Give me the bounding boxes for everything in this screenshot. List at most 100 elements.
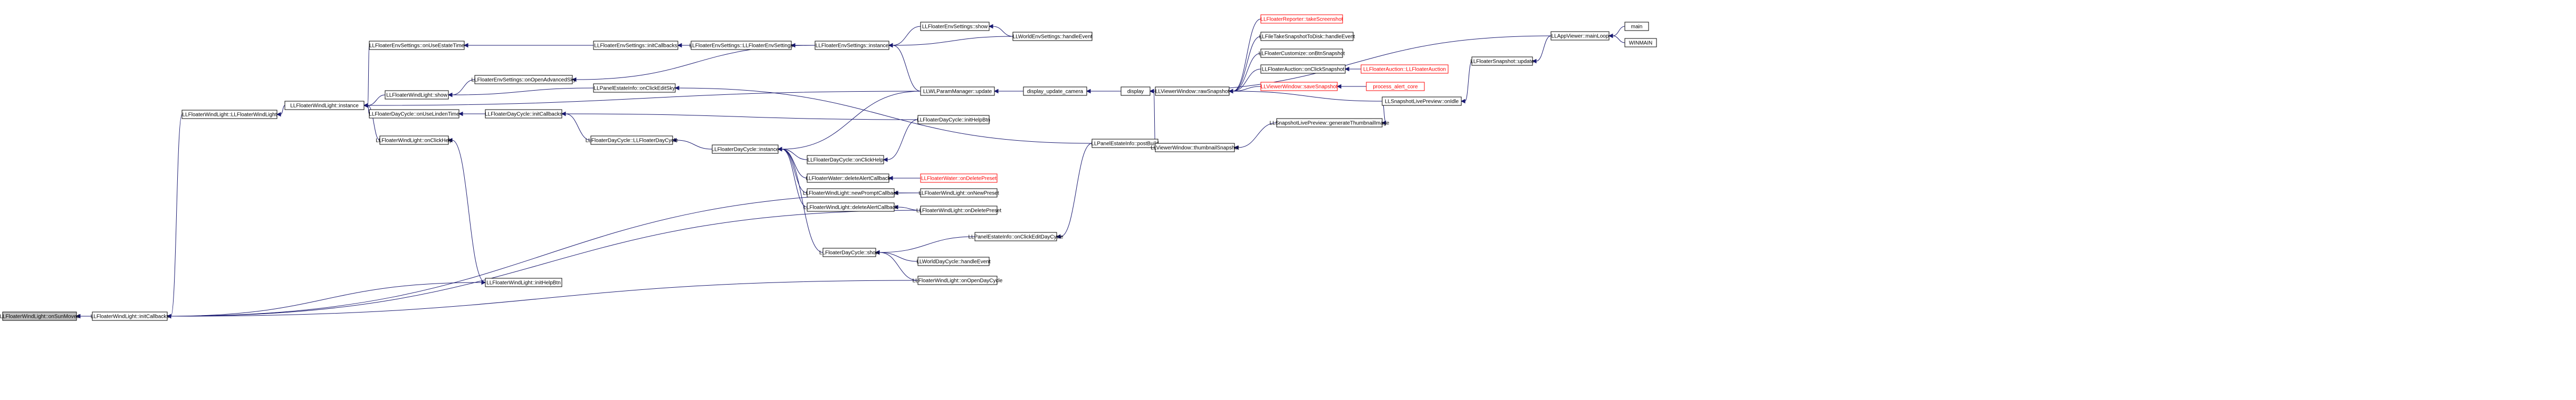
node-llfloaterwindlight-show[interactable]: LLFloaterWindLight::show xyxy=(385,90,449,100)
node-winmain[interactable]: WINMAIN xyxy=(1624,38,1657,47)
node-box xyxy=(474,75,573,84)
node-llfloaterenvsettings-llfloaterenvsettings[interactable]: LLFloaterEnvSettings::LLFloaterEnvSettin… xyxy=(690,41,793,50)
node-box xyxy=(920,86,995,96)
node-label: LLFloaterEnvSettings::LLFloaterEnvSettin… xyxy=(690,43,793,49)
node-llfloaterenvsettings-instance[interactable]: LLFloaterEnvSettings::instance xyxy=(815,41,889,50)
node-label: LLWLParamManager::update xyxy=(923,89,992,95)
node-label: LLSnapshotLivePreview::generateThumbnail… xyxy=(1270,121,1390,126)
node-llfloaterdaycycle-inithelpbtn[interactable]: LLFloaterDayCycle::initHelpBtn xyxy=(917,115,990,124)
edge-line xyxy=(167,282,482,317)
node-llfloaterdaycycle-onclickhelp[interactable]: LLFloaterDayCycle::onClickHelp xyxy=(807,155,884,164)
node-llviewerwindow-rawsnapshot[interactable]: LLViewerWindow::rawSnapshot xyxy=(1155,86,1230,96)
node-llfloaterreporter-takescreenshot[interactable]: LLFloaterReporter::takeScreenshot xyxy=(1260,14,1343,24)
node-llappviewer-mainloop[interactable]: LLAppViewer::mainLoop xyxy=(1550,31,1610,41)
arrowhead-icon xyxy=(883,157,888,162)
node-main[interactable]: main xyxy=(1624,22,1649,31)
node-llviewerwindow-thumbnailsnapshot[interactable]: LLViewerWindow::thumbnailSnapshot xyxy=(1151,143,1239,152)
node-label: WINMAIN xyxy=(1629,41,1652,46)
call-edge xyxy=(1086,89,1121,94)
node-llwlparammanager-update[interactable]: LLWLParamManager::update xyxy=(920,86,995,96)
call-edges xyxy=(75,18,1625,319)
call-edge xyxy=(888,43,921,92)
call-edge xyxy=(447,138,486,283)
edge-line xyxy=(367,94,386,106)
node-llfloaterenvsettings-show[interactable]: LLFloaterEnvSettings::show xyxy=(920,22,990,31)
node-display[interactable]: display xyxy=(1121,86,1151,96)
node-llfloaterdaycycle-onuselindentime[interactable]: LLFloaterDayCycle::onUseLindenTime xyxy=(369,109,459,119)
edge-line xyxy=(781,149,808,179)
node-box xyxy=(369,109,459,119)
node-llfloaterenvsettings-onuseestatetime[interactable]: LLFloaterEnvSettings::onUseEstateTime xyxy=(369,41,465,50)
edge-line xyxy=(452,79,475,95)
node-llsnapshotlivepreview-generatethumbnailimage[interactable]: LLSnapshotLivePreview::generateThumbnail… xyxy=(1270,118,1390,128)
node-llfloaterauction-onclicksnapshot[interactable]: LLFloaterAuction::onClickSnapshot xyxy=(1260,64,1346,74)
node-llfloaterwindlight-initcallbacks[interactable]: LLFloaterWindLight::initCallbacks xyxy=(91,311,169,321)
arrowhead-icon xyxy=(993,89,999,94)
arrowhead-icon xyxy=(1336,84,1342,89)
arrowhead-icon xyxy=(363,103,368,108)
node-box xyxy=(712,144,779,154)
arrowhead-icon xyxy=(561,111,566,116)
arrowhead-icon xyxy=(1228,89,1233,94)
node-llfloaterdaycycle-show[interactable]: LLFloaterDayCycle::show xyxy=(819,248,880,257)
node-llfloaterauction-llfloaterauction[interactable]: LLFloaterAuction::LLFloaterAuction xyxy=(1361,64,1449,74)
arrowhead-icon xyxy=(888,43,893,48)
node-box xyxy=(1366,82,1425,91)
node-llfloaterenvsettings-initcallbacks[interactable]: LLFloaterEnvSettings::initCallbacks xyxy=(593,41,678,50)
node-box xyxy=(379,135,449,145)
call-edge xyxy=(166,280,918,319)
node-llfloaterwindlight-inithelpbtn[interactable]: LLFloaterWindLight::initHelpBtn xyxy=(485,278,562,287)
node-label: LLSnapshotLivePreview::onIdle xyxy=(1385,99,1459,105)
node-llfloaterwater-deletealertcallback[interactable]: LLFloaterWater::deleteAlertCallback xyxy=(806,173,891,183)
node-llfiletakesnapshottodisk-handleevent[interactable]: LLFileTakeSnapshotToDisk::handleEvent xyxy=(1259,32,1355,41)
call-edge xyxy=(875,236,975,255)
arrowhead-icon xyxy=(988,24,993,29)
node-label: LLFloaterDayCycle::instance xyxy=(712,147,779,153)
node-llfloaterwindlight-newpromptcallback[interactable]: LLFloaterWindLight::newPromptCallback xyxy=(803,188,899,198)
edge-line xyxy=(170,192,921,317)
edge-line xyxy=(367,45,370,106)
node-llfloaterdaycycle-instance[interactable]: LLFloaterDayCycle::instance xyxy=(712,144,779,154)
node-llfloaterwindlight-deletealertcallback[interactable]: LLFloaterWindLight::deleteAlertCallback xyxy=(803,202,898,212)
arrowhead-icon xyxy=(674,85,679,91)
node-llfloaterwindlight-instance[interactable]: LLFloaterWindLight::instance xyxy=(284,101,365,110)
node-display-update-camera[interactable]: display_update_camera xyxy=(1023,86,1087,96)
node-label: LLFloaterWindLight::onSunMoved xyxy=(0,314,80,320)
node-box xyxy=(181,110,277,119)
node-llfloaterwindlight-ondeletepreset[interactable]: LLFloaterWindLight::onDeletePreset xyxy=(916,206,1001,215)
edge-line xyxy=(1232,69,1261,92)
node-llfloaterwindlight-llfloaterwindlight[interactable]: LLFloaterWindLight::LLFloaterWindLight xyxy=(181,110,277,119)
node-llworldenvsettings-handleevent[interactable]: LLWorldEnvSettings::handleEvent xyxy=(1012,32,1093,41)
arrowhead-icon xyxy=(1531,58,1537,64)
node-llpanelestateinfo-onclickeditsky[interactable]: LLPanelEstateInfo::onClickEditSky xyxy=(593,83,676,93)
node-llpanelestateinfo-postbuild[interactable]: LLPanelEstateInfo::postBuild xyxy=(1091,139,1159,148)
node-llworlddaycycle-handleevent[interactable]: LLWorldDayCycle::handleEvent xyxy=(916,257,991,266)
node-llfloaterwindlight-onnewpreset[interactable]: LLFloaterWindLight::onNewPreset xyxy=(918,188,999,198)
node-llsnapshotlivepreview-onidle[interactable]: LLSnapshotLivePreview::onIdle xyxy=(1382,96,1462,106)
call-edge xyxy=(458,111,486,116)
arrowhead-icon xyxy=(888,175,893,181)
node-box xyxy=(1260,32,1354,41)
call-edge xyxy=(1149,89,1156,148)
node-llfloatercustomize-onbtnsnapshot[interactable]: LLFloaterCustomize::onBtnSnapshot xyxy=(1259,48,1345,58)
node-llfloaterwindlight-onsunmoved[interactable]: LLFloaterWindLight::onSunMoved xyxy=(0,311,80,321)
call-edge xyxy=(1228,89,1383,102)
node-label: LLFloaterSnapshot::update xyxy=(1470,59,1534,65)
node-llfloatersnapshot-update[interactable]: LLFloaterSnapshot::update xyxy=(1470,56,1534,66)
node-llfloaterwindlight-onclickhelp[interactable]: LLFloaterWindLight::onClickHelp xyxy=(376,135,453,145)
node-process-alert-core[interactable]: process_alert_core xyxy=(1366,82,1425,91)
node-llfloaterdaycycle-initcallbacks[interactable]: LLFloaterDayCycle::initCallbacks xyxy=(485,109,562,119)
node-llpanelestateinfo-onclickeditdaycycle[interactable]: LLPanelEstateInfo::onClickEditDayCycle xyxy=(968,232,1064,241)
edge-line xyxy=(565,113,918,120)
node-label: LLFloaterCustomize::onBtnSnapshot xyxy=(1259,51,1345,57)
arrowhead-icon xyxy=(1233,145,1239,150)
edge-line xyxy=(879,236,975,253)
edge-line xyxy=(1612,26,1625,36)
edge-line xyxy=(781,91,921,150)
node-llfloaterdaycycle-llfloaterdaycycle[interactable]: LLFloaterDayCycle::LLFloaterDayCycle xyxy=(586,135,678,145)
node-llfloaterwindlight-onopendaycycle[interactable]: LLFloaterWindLight::onOpenDayCycle xyxy=(913,276,1003,285)
call-edge xyxy=(777,147,808,208)
node-llfloaterwater-ondeletepreset[interactable]: LLFloaterWater::onDeletePreset xyxy=(920,173,998,183)
node-llviewerwindow-savesnapshot[interactable]: LLViewerWindow::saveSnapshot xyxy=(1260,82,1338,91)
node-llfloaterenvsettings-onopenadvancedsky[interactable]: LLFloaterEnvSettings::onOpenAdvancedSky xyxy=(472,75,576,84)
